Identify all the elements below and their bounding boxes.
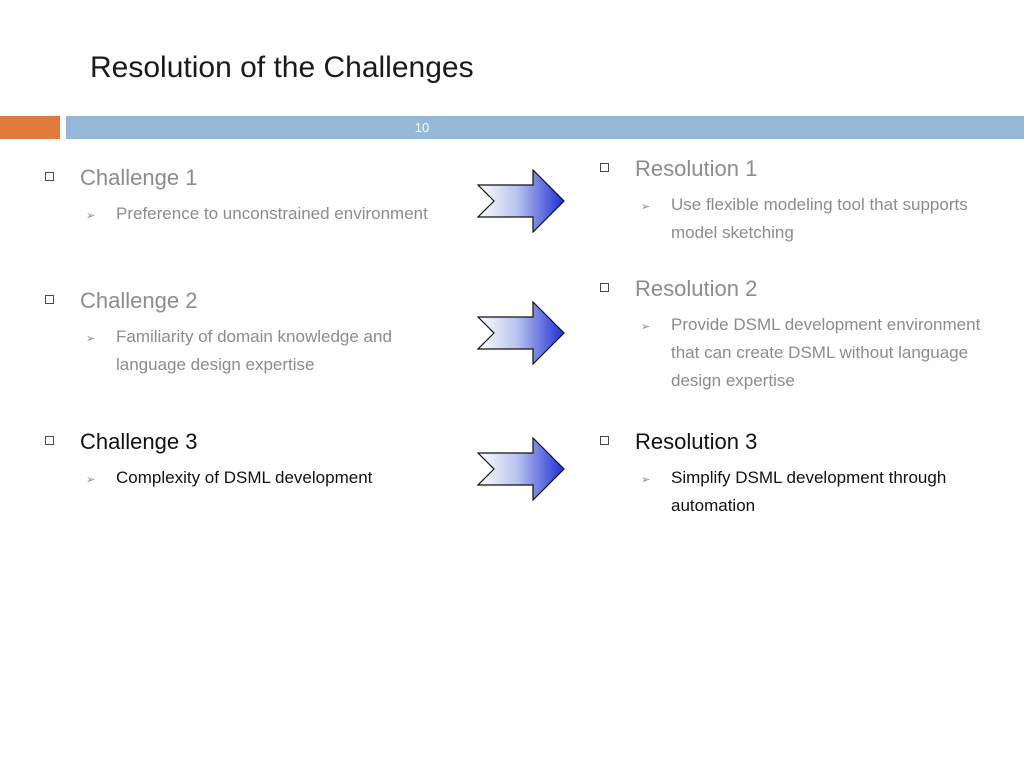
square-bullet-icon [600, 283, 609, 292]
right-arrow-icon [477, 169, 565, 233]
challenge-2-detail: Familiarity of domain knowledge and lang… [116, 327, 392, 374]
chevron-bullet-icon: ➢ [641, 474, 651, 486]
resolution-3-detail: Simplify DSML development through automa… [671, 468, 947, 515]
square-bullet-icon [600, 436, 609, 445]
header-accent-blue [66, 116, 1024, 139]
chevron-bullet-icon: ➢ [641, 201, 651, 213]
header-accent-orange [0, 116, 60, 139]
challenge-3-detail: Complexity of DSML development [116, 468, 373, 487]
challenge-2-heading: Challenge 2 [80, 288, 198, 313]
page-number: 10 [414, 120, 430, 135]
resolution-3-heading: Resolution 3 [635, 429, 758, 454]
resolution-2-detail: Provide DSML development environment tha… [671, 315, 981, 390]
chevron-bullet-icon: ➢ [86, 474, 96, 486]
right-arrow-icon [477, 301, 565, 365]
square-bullet-icon [45, 295, 54, 304]
square-bullet-icon [45, 436, 54, 445]
challenge-1-detail: Preference to unconstrained environment [116, 204, 428, 223]
square-bullet-icon [600, 163, 609, 172]
challenge-2: Challenge 2 ➢ Familiarity of domain know… [45, 287, 440, 379]
challenge-3-heading: Challenge 3 [80, 429, 198, 454]
chevron-bullet-icon: ➢ [86, 333, 96, 345]
slide-title: Resolution of the Challenges [90, 51, 474, 84]
challenge-3: Challenge 3 ➢ Complexity of DSML develop… [45, 428, 440, 492]
resolution-2: Resolution 2 ➢ Provide DSML development … [600, 275, 1005, 395]
chevron-bullet-icon: ➢ [641, 321, 651, 333]
challenge-1-heading: Challenge 1 [80, 165, 198, 190]
resolution-1: Resolution 1 ➢ Use flexible modeling too… [600, 155, 1005, 247]
square-bullet-icon [45, 172, 54, 181]
resolution-1-heading: Resolution 1 [635, 156, 758, 181]
chevron-bullet-icon: ➢ [86, 210, 96, 222]
resolution-3: Resolution 3 ➢ Simplify DSML development… [600, 428, 1005, 520]
challenge-1: Challenge 1 ➢ Preference to unconstraine… [45, 164, 440, 228]
resolution-1-detail: Use flexible modeling tool that supports… [671, 195, 968, 242]
resolution-2-heading: Resolution 2 [635, 276, 758, 301]
right-arrow-icon [477, 437, 565, 501]
